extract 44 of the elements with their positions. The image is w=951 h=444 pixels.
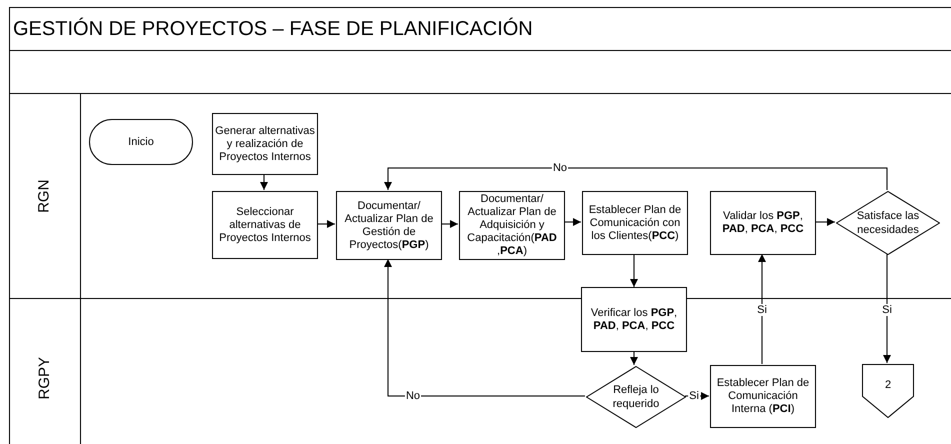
edge-label: No [552, 162, 568, 174]
edge-label: No [404, 390, 422, 402]
node-text: Generar alternativas y realización de Proyectos Internos [215, 124, 315, 164]
node-text: Verificar los PGP, PAD, PCA, PCC [590, 306, 678, 332]
node-text: 2 [884, 378, 892, 393]
lane-label: RGN [34, 179, 54, 213]
off-page-connector [862, 364, 914, 418]
connector-arrow [260, 174, 268, 190]
process-box [582, 191, 688, 255]
node-text: Refleja lo requerido [612, 383, 660, 411]
node-text: Documentar/ Actualizar Plan de Adquisición y Capacitación(PAD ,PCA) [466, 193, 558, 258]
node-text: Documentar/ Actualizar Plan de Gestión de Proyectos(PGP) [344, 200, 434, 252]
process-box [212, 113, 318, 175]
connector-arrow [630, 254, 638, 288]
edge-label: Si [756, 304, 768, 316]
start-terminator [89, 119, 193, 165]
process-box [581, 287, 687, 352]
connector-arrow [814, 218, 836, 226]
process-box [459, 191, 565, 260]
process-box [710, 191, 816, 255]
connector-arrow [630, 352, 638, 366]
process-box [710, 365, 816, 428]
node-text: Establecer Plan de Comunicación Interna (PCI) [716, 377, 810, 416]
connector-arrow [440, 220, 458, 228]
decision-diamond [836, 191, 940, 255]
lane-label: RGPY [34, 357, 54, 400]
node-text: Validar los PGP, PAD, PCA, PCC [721, 210, 805, 236]
edge-label: Si [688, 390, 700, 402]
connector-arrow [384, 168, 888, 190]
diagram-title: GESTIÓN DE PROYECTOS – FASE DE PLANIFICACIÓN [13, 19, 533, 39]
connector-arrow [758, 254, 766, 364]
node-text: Seleccionar alternativas de Proyectos Internos [218, 206, 312, 244]
connector-arrow [564, 218, 582, 226]
node-text: Inicio [128, 134, 154, 150]
swimlane [9, 93, 951, 298]
connector-arrow [883, 254, 891, 364]
node-text: Satisface las necesidades [856, 209, 920, 237]
edge-label: Si [881, 304, 893, 316]
connector-arrow [384, 258, 586, 396]
process-box [336, 191, 442, 260]
node-text: Establecer Plan de Comunicación con los Clientes(PCC) [588, 204, 682, 242]
connector-arrow [316, 220, 336, 228]
process-box [212, 191, 318, 259]
decision-diamond [586, 366, 686, 428]
